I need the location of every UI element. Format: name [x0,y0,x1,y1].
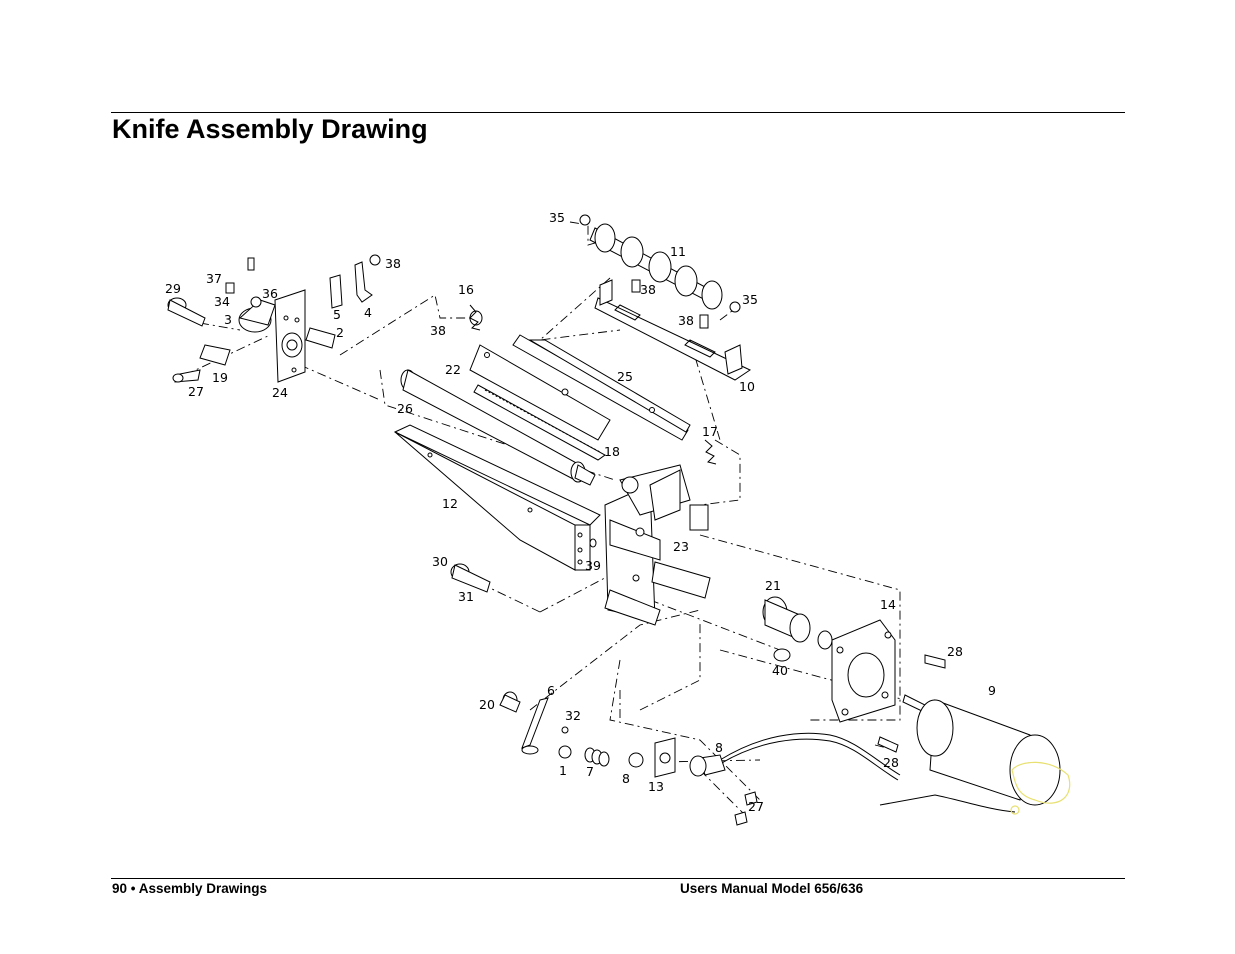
callout: 21 [765,578,781,593]
frame-12 [393,424,601,571]
callout: 14 [880,597,896,612]
center-frame-23 [604,464,711,626]
callout: 28 [883,755,899,770]
knife-blade-22 [469,344,611,461]
callout: 4 [364,305,372,320]
footer-right: Users Manual Model 656/636 [680,881,864,896]
callout: 1 [559,763,567,778]
spring-17 [704,439,717,465]
callout: 8 [715,740,723,755]
motor-9 [879,699,1071,815]
callout: 7 [586,764,594,779]
callout: 38 [640,282,656,297]
callout: 38 [430,323,446,338]
knife-assembly-drawing: 35 11 38 35 38 10 37 38 29 34 36 3 5 4 2… [165,210,1071,826]
callout: 6 [547,683,555,698]
callout: 12 [442,496,458,511]
callout: 27 [188,384,204,399]
wire-8 [719,732,901,781]
plate-10 [594,279,752,381]
callout: 36 [262,286,278,301]
callout: 34 [214,294,230,309]
knob-3-36 [225,257,276,333]
callout: 17 [702,424,718,439]
callout: 11 [670,244,686,259]
callout: 30 [432,554,448,569]
callout: 23 [673,539,689,554]
callout: 38 [385,256,401,271]
callout: 28 [947,644,963,659]
callout: 35 [742,292,758,307]
callout: 29 [165,281,181,296]
callout: 2 [336,325,344,340]
left-side-plate-24 [274,289,306,383]
footer-rule [111,878,1125,879]
callout: 35 [549,210,565,225]
shaft-25 [469,310,691,441]
footer-left: 90 • Assembly Drawings [112,881,268,896]
callout: 22 [445,362,461,377]
callout: 8 [622,771,630,786]
callout: 16 [458,282,474,297]
callout: 27 [748,799,764,814]
screw-30-31 [450,563,491,593]
callout: 39 [585,558,601,573]
screw-29 [167,297,206,327]
header-rule [111,112,1125,113]
clips-5-4-2 [305,254,381,349]
callout: 31 [458,589,474,604]
callout-labels: 35 11 38 35 38 10 37 38 29 34 36 3 5 4 2… [165,210,996,814]
callout: 25 [617,369,633,384]
page-title: Knife Assembly Drawing [112,114,428,144]
callout: 9 [988,683,996,698]
lower-linkage [499,691,758,826]
callout: 24 [272,385,288,400]
bracket-19 [172,344,231,383]
callout: 32 [565,708,581,723]
callout: 26 [397,401,413,416]
callout: 19 [212,370,228,385]
callout: 20 [479,697,495,712]
callout: 5 [333,307,341,322]
callout: 38 [678,313,694,328]
motor-plate-14 [831,619,896,723]
callout: 13 [648,779,664,794]
coupling-21 [762,596,833,662]
shaft-26 [400,369,596,486]
callout: 40 [772,663,788,678]
spring-16 [469,304,481,331]
callout: 3 [224,312,232,327]
callout: 37 [206,271,222,286]
roller-shaft-11 [579,214,741,313]
callout: 18 [604,444,620,459]
callout: 10 [739,379,755,394]
